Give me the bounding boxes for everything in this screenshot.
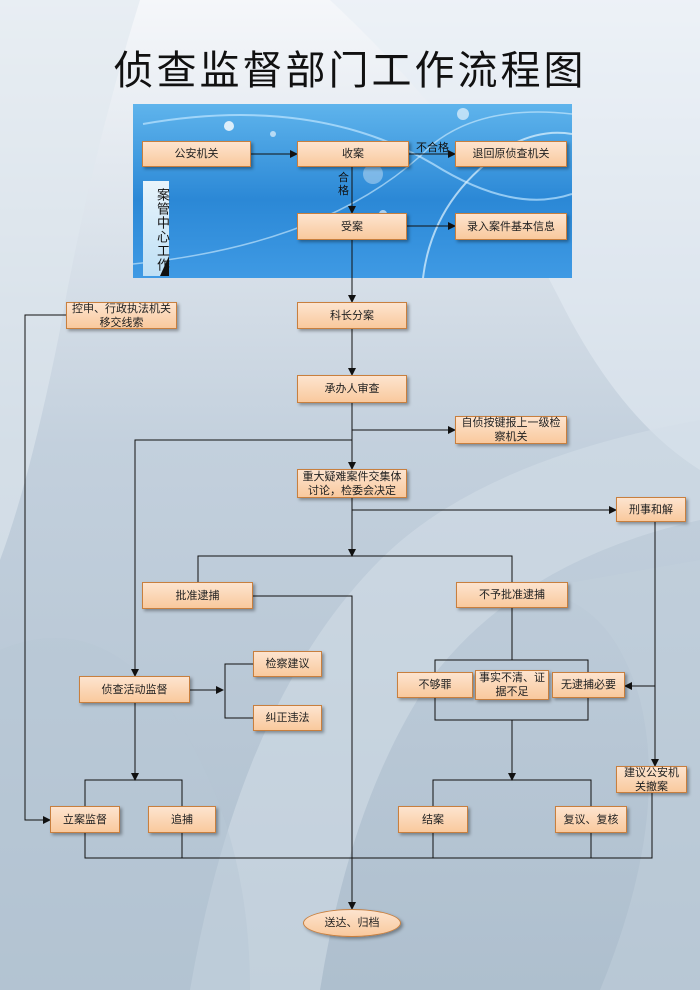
node-enter-case-info[interactable]: 录入案件基本信息 [455, 213, 567, 240]
panel-decoration [133, 108, 572, 278]
node-section-chief-assign[interactable]: 科长分案 [297, 302, 407, 329]
node-deny-arrest[interactable]: 不予批准逮捕 [456, 582, 568, 608]
intake-panel [133, 104, 572, 278]
node-unclear-facts[interactable]: 事实不清、证据不足 [475, 670, 549, 700]
page-title: 侦查监督部门工作流程图 [113, 48, 587, 94]
node-complaint-clue-transfer[interactable]: 控申、行政执法机关移交线索 [66, 302, 177, 329]
node-major-difficult-case[interactable]: 重大疑难案件交集体讨论，检委会决定 [297, 469, 407, 498]
node-return-to-investigator[interactable]: 退回原侦查机关 [455, 141, 567, 167]
node-reconsideration[interactable]: 复议、复核 [555, 806, 627, 833]
node-receive-case[interactable]: 收案 [297, 141, 409, 167]
node-no-arrest-necessity[interactable]: 无逮捕必要 [552, 672, 625, 698]
node-correct-violation[interactable]: 纠正违法 [253, 705, 322, 731]
node-insufficient-crime[interactable]: 不够罪 [397, 672, 473, 698]
node-public-security[interactable]: 公安机关 [142, 141, 251, 167]
node-handler-review[interactable]: 承办人审查 [297, 375, 407, 403]
edge-label-qualified: 合格 [338, 171, 349, 197]
node-close-case[interactable]: 结案 [398, 806, 468, 833]
node-filing-supervision[interactable]: 立案监督 [50, 806, 120, 833]
node-approve-arrest[interactable]: 批准逮捕 [142, 582, 253, 609]
node-procuratorial-suggestion[interactable]: 检察建议 [253, 651, 322, 677]
node-accept-case[interactable]: 受案 [297, 213, 407, 240]
node-pursue-arrest[interactable]: 追捕 [148, 806, 216, 833]
label-corner-mark [160, 256, 169, 276]
node-deliver-archive[interactable]: 送达、归档 [303, 909, 401, 937]
node-self-investigation-report[interactable]: 自侦按键报上一级检察机关 [455, 416, 567, 444]
node-criminal-reconciliation[interactable]: 刑事和解 [616, 497, 686, 522]
node-suggest-withdraw[interactable]: 建议公安机关撤案 [616, 766, 687, 793]
edge-label-unqualified: 不合格 [416, 141, 449, 154]
node-investigation-supervision[interactable]: 侦查活动监督 [79, 676, 190, 703]
